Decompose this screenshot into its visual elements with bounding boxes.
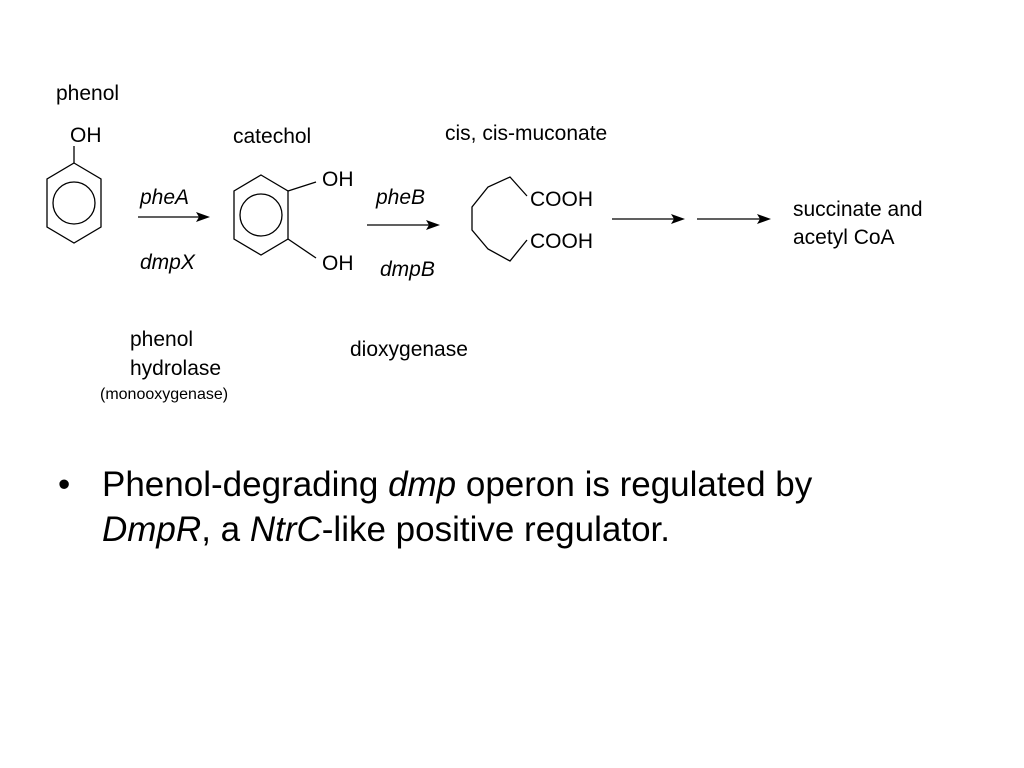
arrow-step3 — [612, 214, 685, 224]
bullet-part6: NtrC — [249, 510, 322, 549]
products-line2: acetyl CoA — [793, 226, 895, 249]
enzyme-phenol-label: phenol — [130, 328, 194, 351]
phenol-structure — [46, 146, 102, 244]
gene-dmpx-label: dmpX — [140, 251, 195, 274]
bullet-part2: dmp — [388, 465, 457, 504]
gene-phea-label: pheA — [140, 186, 190, 209]
bullet-part5: , a — [201, 510, 250, 549]
cooh-top-label: COOH — [530, 188, 593, 211]
bullet-part7: -like positive regulator. — [321, 510, 670, 549]
arrow-step4 — [697, 214, 771, 224]
enzyme-hydrolase-label: hydrolase — [130, 357, 222, 380]
cooh-bottom-label: COOH — [530, 230, 593, 253]
catechol-label: catechol — [233, 125, 312, 148]
bullet-part3: operon is regulated by — [456, 465, 813, 504]
enzyme-dioxygenase-label: dioxygenase — [350, 338, 468, 361]
bullet-part1: Phenol-degrading — [102, 465, 389, 504]
phenol-oh-label: OH — [70, 124, 102, 147]
catechol-oh-top-label: OH — [322, 168, 354, 191]
bullet-text: Phenol-degrading dmp operon is regulated… — [102, 462, 942, 552]
arrow-step1 — [138, 212, 210, 222]
gene-dmpb-label: dmpB — [380, 258, 435, 281]
phenol-label: phenol — [56, 82, 120, 105]
gene-pheb-label: pheB — [376, 186, 426, 209]
products-line1: succinate and — [793, 198, 923, 221]
bullet-marker: • — [58, 465, 71, 504]
arrow-step2 — [367, 220, 440, 230]
bullet-part4: DmpR — [102, 510, 202, 549]
muconate-structure — [471, 176, 528, 262]
enzyme-monooxygenase-label: (monooxygenase) — [100, 386, 229, 403]
catechol-structure — [233, 174, 317, 259]
catechol-oh-bottom-label: OH — [322, 252, 354, 275]
muconate-label: cis, cis-muconate — [445, 122, 608, 145]
